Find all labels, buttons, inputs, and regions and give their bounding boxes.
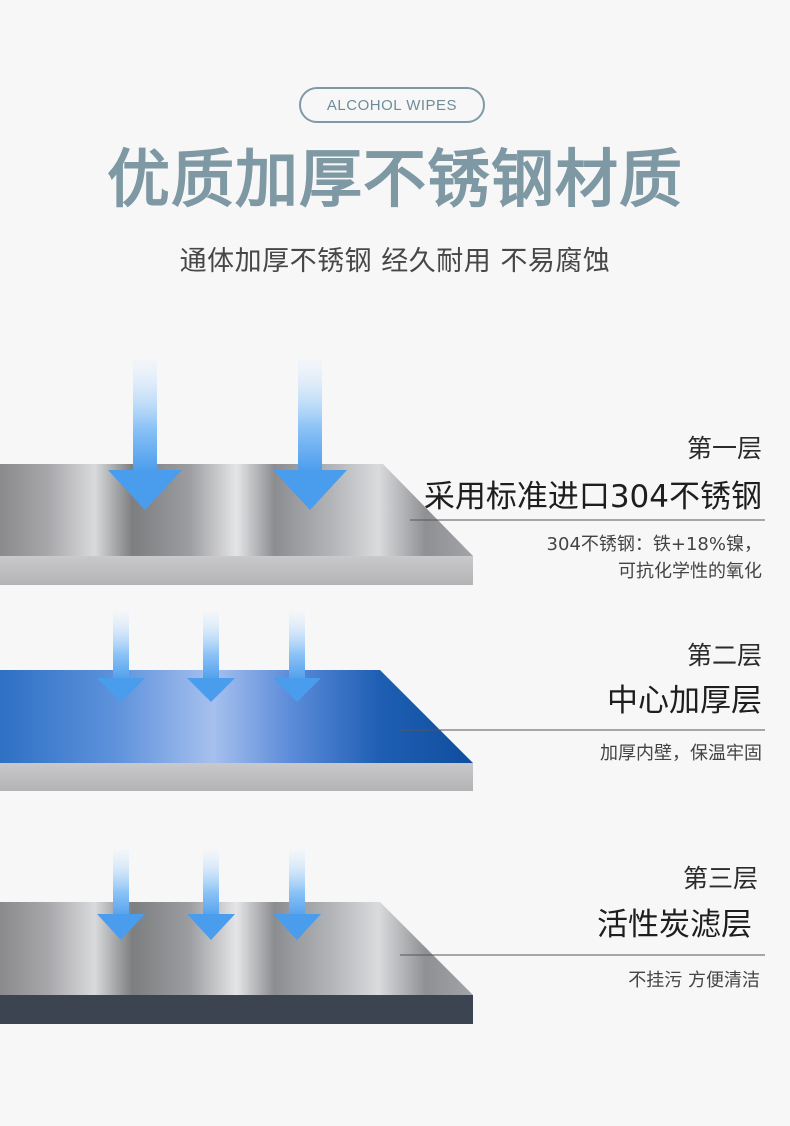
layer-3-desc-line-1: 不挂污 方便清洁: [628, 970, 760, 991]
down-arrow-icon: [97, 850, 145, 940]
layer-2-arrows: [97, 612, 321, 702]
page-title: 优质加厚不锈钢材质: [107, 143, 683, 216]
down-arrow-icon: [273, 612, 321, 702]
down-arrow-icon: [97, 612, 145, 702]
layer-1-name: 第一层: [686, 434, 762, 463]
layer-1-plate: [0, 464, 765, 585]
layer-1-desc-line-2: 可抗化学性的氧化: [618, 561, 762, 582]
layer-1-title: 采用标准进口304不锈钢: [423, 479, 762, 515]
layer-2-desc-line-1: 加厚内壁，保温牢固: [600, 743, 762, 764]
layer-3-title: 活性炭滤层: [597, 907, 752, 943]
layer-2-title: 中心加厚层: [607, 683, 762, 719]
alcohol-wipes-badge: ALCOHOL WIPES: [299, 87, 485, 123]
down-arrow-icon: [273, 850, 321, 940]
layer-1-arrows: [108, 360, 347, 510]
down-arrow-icon: [108, 360, 182, 510]
down-arrow-icon: [187, 850, 235, 940]
layer-2-name: 第二层: [686, 641, 762, 670]
layer-1-desc-line-1: 304不锈钢：铁+18%镍，: [546, 534, 762, 555]
page-subtitle: 通体加厚不锈钢 经久耐用 不易腐蚀: [179, 246, 611, 277]
down-arrow-icon: [187, 612, 235, 702]
layer-3-arrows: [97, 850, 321, 940]
layer-3-name: 第三层: [682, 864, 758, 893]
down-arrow-icon: [273, 360, 347, 510]
